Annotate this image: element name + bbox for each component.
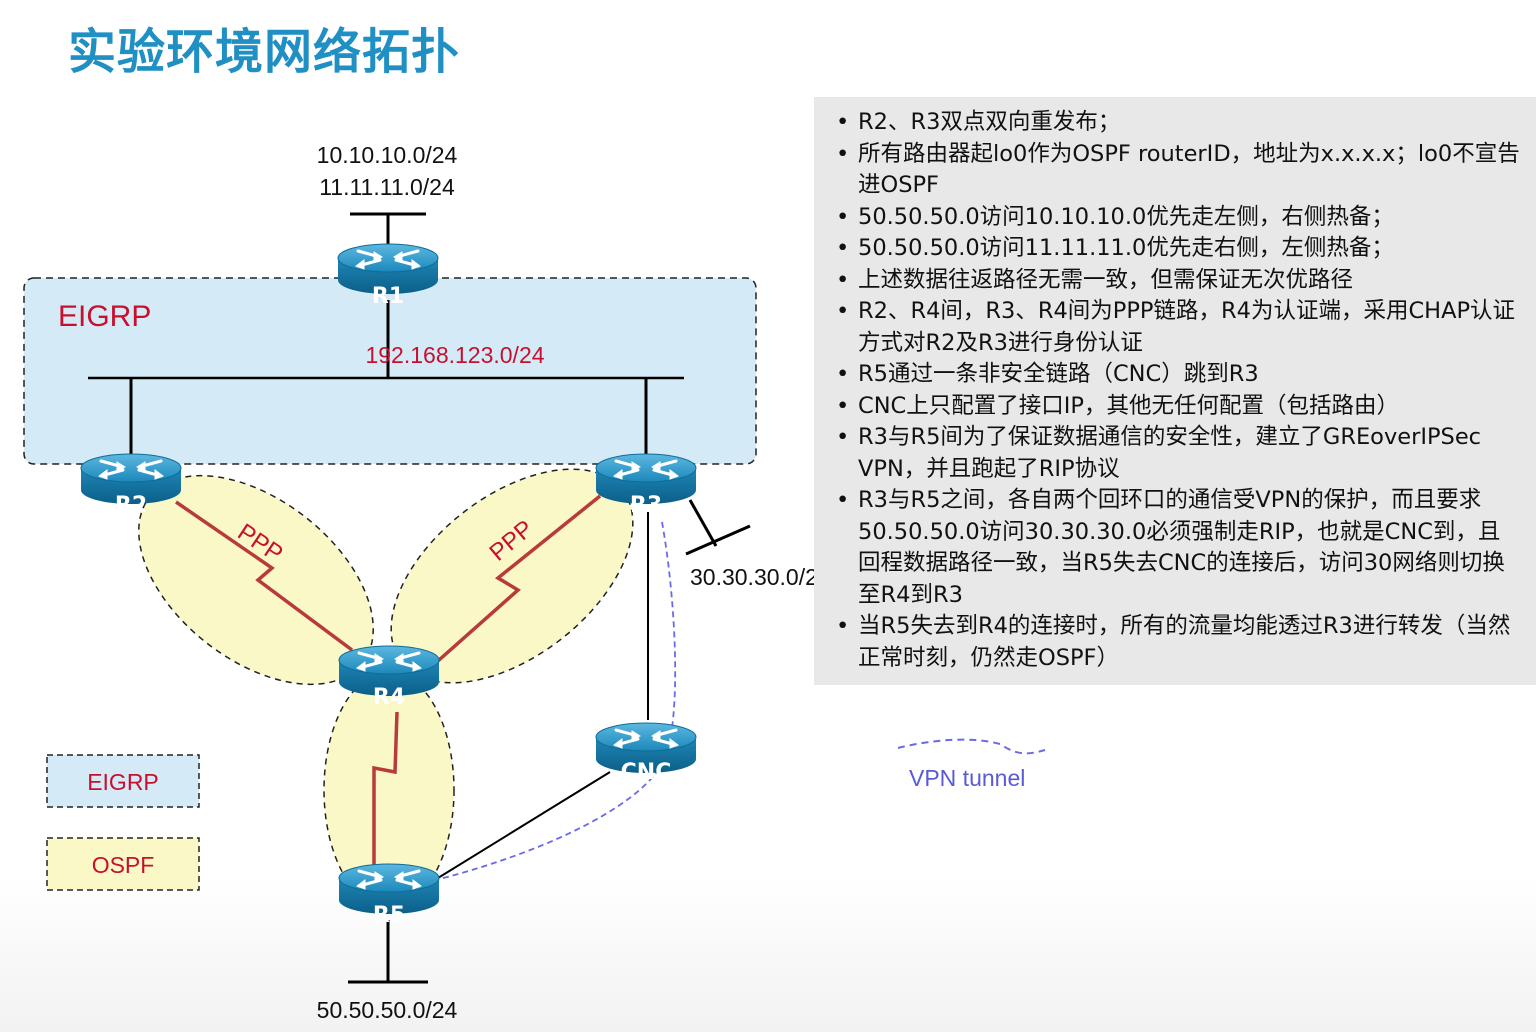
requirement-item: R5通过一条非安全链路（CNC）跳到R3 [828,359,1522,391]
legend-ospf-label: OSPF [92,852,155,878]
network-topology-diagram: EIGRP PPP PPP R1 R2 R3 R [23,142,814,1023]
requirement-item: R2、R4间，R3、R4间为PPP链路，R4为认证端，采用CHAP认证方式对R2… [828,296,1522,359]
eigrp-area [23,277,757,465]
r1-network-2: 11.11.11.0/24 [319,174,455,200]
router-cnc[interactable]: CNC [594,721,698,785]
router-r2[interactable]: R2 [79,452,183,518]
legend-eigrp-label: EIGRP [87,769,159,795]
eigrp-bus-network: 192.168.123.0/24 [365,342,544,368]
requirement-item: R2、R3双点双向重发布； [828,107,1522,139]
legend-vpn-label: VPN tunnel [909,765,1025,791]
requirement-item: 当R5失去到R4的连接时，所有的流量均能透过R3进行转发（当然正常时刻，仍然走O… [828,611,1522,674]
requirement-item: 上述数据往返路径无需一致，但需保证无次优路径 [828,265,1522,297]
legend-eigrp-swatch [46,754,200,808]
router-r5-label: R5 [373,903,405,928]
router-r3-label: R3 [630,493,662,518]
legend-vpn-dash [897,738,1046,755]
legend-ospf-swatch [46,837,200,891]
legend-vpn: VPN tunnel [897,738,1046,791]
ppp-link-r4-r5 [372,711,399,866]
requirements-panel: R2、R3双点双向重发布； 所有路由器起lo0作为OSPF routerID，地… [814,97,1536,685]
router-r4-label: R4 [373,685,405,710]
router-r2-label: R2 [115,493,147,518]
page-title: 实验环境网络拓扑 [68,24,461,80]
requirement-item: 50.50.50.0访问10.10.10.0优先走左侧，右侧热备； [828,202,1522,234]
eigrp-area-label: EIGRP [58,300,151,333]
router-r1-label: R1 [372,284,404,309]
router-cnc-label: CNC [621,760,672,785]
router-r4[interactable]: R4 [337,644,441,710]
requirement-item: CNC上只配置了接口IP，其他无任何配置（包括路由） [828,391,1522,423]
r1-network-1: 10.10.10.0/24 [317,142,458,168]
requirement-item: R3与R5之间，各自两个回环口的通信受VPN的保护，而且要求50.50.50.0… [828,485,1522,611]
router-r1[interactable]: R1 [336,242,440,309]
r3-network: 30.30.30.0/24 [690,564,814,590]
r3-lan-bar [685,524,751,556]
router-r5[interactable]: R5 [337,862,441,928]
ppp-link-r3-r4 [428,494,602,670]
requirement-item: 所有路由器起lo0作为OSPF routerID，地址为x.x.x.x；lo0不… [828,139,1522,202]
cnc-r5-link [437,771,611,879]
requirement-item: R3与R5间为了保证数据通信的安全性，建立了GREoverIPSec VPN，并… [828,422,1522,485]
requirement-item: 50.50.50.0访问11.11.11.0优先走右侧，左侧热备； [828,233,1522,265]
r5-network: 50.50.50.0/24 [317,997,458,1023]
router-r3[interactable]: R3 [594,452,698,518]
r3-lan-link [688,499,718,547]
requirements-list: R2、R3双点双向重发布； 所有路由器起lo0作为OSPF routerID，地… [828,107,1522,674]
ppp-link-r2-r4 [175,500,354,652]
